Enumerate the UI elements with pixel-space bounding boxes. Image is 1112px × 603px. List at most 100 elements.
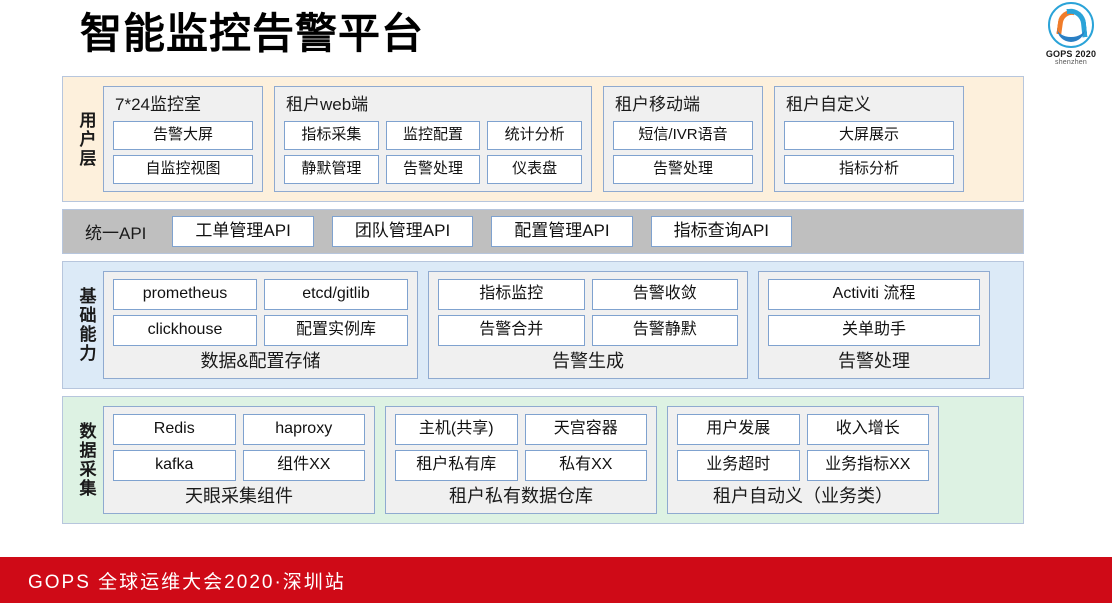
cell-config-instance-db[interactable]: 配置实例库 <box>264 315 408 346</box>
api-ticket-management[interactable]: 工单管理API <box>172 216 314 247</box>
group-monitor-room: 7*24监控室 告警大屏 自监控视图 <box>103 86 263 192</box>
layer-label-char: 据 <box>79 441 97 460</box>
layer-label-char: 采 <box>79 460 97 479</box>
group-title: 7*24监控室 <box>115 95 201 114</box>
cell-alarm-silence[interactable]: 告警静默 <box>591 315 738 346</box>
cell-business-timeout[interactable]: 业务超时 <box>677 450 800 481</box>
logo-subtitle: shenzhen <box>1055 59 1087 66</box>
footer-bar: GOPS 全球运维大会2020·深圳站 <box>0 557 1112 603</box>
cell-private-xx[interactable]: 私有XX <box>524 450 647 481</box>
cell-row: 告警大屏 <box>113 121 253 150</box>
layer-base-capability: 基 础 能 力 prometheus etcd/gitlib clickhous… <box>62 261 1024 389</box>
cell-row: 业务超时 业务指标XX <box>677 450 929 481</box>
cell-haproxy[interactable]: haproxy <box>242 414 365 445</box>
group-data-config-store: prometheus etcd/gitlib clickhouse 配置实例库 … <box>103 271 418 379</box>
cell-alarm-dashboard[interactable]: 告警大屏 <box>113 121 253 150</box>
logo-swoosh-base-icon <box>1057 28 1085 42</box>
cell-component-xx[interactable]: 组件XX <box>242 450 365 481</box>
group-title: 租户自动义（业务类） <box>713 486 893 506</box>
layer-label-char: 户 <box>79 129 97 149</box>
base-layer-groups: prometheus etcd/gitlib clickhouse 配置实例库 … <box>103 271 1013 379</box>
group-title: 告警生成 <box>552 351 624 371</box>
cell-sms-ivr-voice[interactable]: 短信/IVR语音 <box>613 121 753 150</box>
cell-etcd-gitlib[interactable]: etcd/gitlib <box>264 279 408 310</box>
layer-api: 统一API 工单管理API 团队管理API 配置管理API 指标查询API <box>62 209 1024 254</box>
cell-metric-collection[interactable]: 指标采集 <box>284 121 379 150</box>
group-alarm-handling: Activiti 流程 关单助手 告警处理 <box>758 271 990 379</box>
cell-row: 指标采集 监控配置 统计分析 <box>284 121 583 150</box>
layer-user: 用 户 层 7*24监控室 告警大屏 自监控视图 <box>62 76 1024 202</box>
layer-label-user: 用 户 层 <box>73 86 103 192</box>
cell-row: 告警处理 <box>613 155 753 184</box>
cell-dashboard[interactable]: 仪表盘 <box>487 155 583 184</box>
group-cells: 短信/IVR语音 告警处理 <box>613 121 753 184</box>
cell-row: prometheus etcd/gitlib <box>113 279 408 310</box>
layer-label-char: 层 <box>79 148 97 168</box>
layer-label-char: 基 <box>79 287 97 306</box>
cell-row: kafka 组件XX <box>113 450 365 481</box>
api-config-management[interactable]: 配置管理API <box>491 216 633 247</box>
layer-label-char: 力 <box>79 344 97 363</box>
cell-redis[interactable]: Redis <box>113 414 236 445</box>
group-title: 租户私有数据仓库 <box>449 486 593 506</box>
cell-tenant-private-db[interactable]: 租户私有库 <box>395 450 518 481</box>
group-cells: 用户发展 收入增长 业务超时 业务指标XX <box>677 414 929 481</box>
cell-metric-monitoring[interactable]: 指标监控 <box>438 279 585 310</box>
group-cells: 大屏展示 指标分析 <box>784 121 954 184</box>
user-layer-groups: 7*24监控室 告警大屏 自监控视图 租户web端 指标采集 <box>103 86 1013 192</box>
cell-user-growth[interactable]: 用户发展 <box>677 414 800 445</box>
group-cells: Activiti 流程 关单助手 <box>768 279 980 346</box>
cell-row: 告警合并 告警静默 <box>438 315 738 346</box>
cell-alarm-handling[interactable]: 告警处理 <box>385 155 481 184</box>
cell-big-screen-display[interactable]: 大屏展示 <box>784 121 954 150</box>
cell-row: 关单助手 <box>768 315 980 346</box>
cell-kafka[interactable]: kafka <box>113 450 236 481</box>
cell-activiti-workflow[interactable]: Activiti 流程 <box>768 279 980 310</box>
cell-revenue-growth[interactable]: 收入增长 <box>806 414 929 445</box>
cell-row: 主机(共享) 天宫容器 <box>395 414 647 445</box>
group-cells: Redis haproxy kafka 组件XX <box>113 414 365 481</box>
layer-data-collection: 数 据 采 集 Redis haproxy kafka 组件X <box>62 396 1024 524</box>
api-team-management[interactable]: 团队管理API <box>331 216 474 247</box>
cell-row: 静默管理 告警处理 仪表盘 <box>284 155 583 184</box>
cell-self-monitor-view[interactable]: 自监控视图 <box>113 155 253 184</box>
cell-ticket-close-assistant[interactable]: 关单助手 <box>768 315 980 346</box>
cell-silence-management[interactable]: 静默管理 <box>284 155 379 184</box>
cell-metric-analysis[interactable]: 指标分析 <box>784 155 954 184</box>
cell-clickhouse[interactable]: clickhouse <box>113 315 257 346</box>
group-title: 租户自定义 <box>786 95 871 114</box>
cell-statistics-analysis[interactable]: 统计分析 <box>487 121 583 150</box>
group-title: 天眼采集组件 <box>185 486 293 506</box>
group-tenant-private-warehouse: 主机(共享) 天宫容器 租户私有库 私有XX 租户私有数据仓库 <box>385 406 657 514</box>
cell-business-metric-xx[interactable]: 业务指标XX <box>806 450 929 481</box>
group-tenant-web: 租户web端 指标采集 监控配置 统计分析 静默管理 告警处理 仪表盘 <box>274 86 592 192</box>
cell-host-shared[interactable]: 主机(共享) <box>395 414 518 445</box>
group-title: 租户web端 <box>286 95 369 114</box>
cell-tiangong-container[interactable]: 天宫容器 <box>524 414 647 445</box>
layer-label-base: 基 础 能 力 <box>73 271 103 379</box>
group-tianyan-collector: Redis haproxy kafka 组件XX 天眼采集组件 <box>103 406 375 514</box>
logo-name: GOPS 2020 <box>1045 49 1097 59</box>
cell-row: 自监控视图 <box>113 155 253 184</box>
cell-row: clickhouse 配置实例库 <box>113 315 408 346</box>
cell-monitor-config[interactable]: 监控配置 <box>385 121 481 150</box>
cell-row: 大屏展示 <box>784 121 954 150</box>
group-title: 告警处理 <box>838 351 910 371</box>
cell-row: 用户发展 收入增长 <box>677 414 929 445</box>
layer-label-char: 用 <box>79 110 97 130</box>
gops-logo-mark-icon <box>1048 2 1094 48</box>
cell-row: Redis haproxy <box>113 414 365 445</box>
cell-prometheus[interactable]: prometheus <box>113 279 257 310</box>
cell-alarm-convergence[interactable]: 告警收敛 <box>591 279 738 310</box>
cell-alarm-merge[interactable]: 告警合并 <box>438 315 585 346</box>
group-cells: 指标监控 告警收敛 告警合并 告警静默 <box>438 279 738 346</box>
group-tenant-custom: 租户自定义 大屏展示 指标分析 <box>774 86 964 192</box>
cell-row: Activiti 流程 <box>768 279 980 310</box>
cell-mobile-alarm-handling[interactable]: 告警处理 <box>613 155 753 184</box>
layer-label-char: 础 <box>79 306 97 325</box>
api-metric-query[interactable]: 指标查询API <box>650 216 793 247</box>
gops-logo: GOPS 2020 shenzhen <box>1040 2 1102 66</box>
page-title: 智能监控告警平台 <box>80 10 425 57</box>
group-title: 租户移动端 <box>615 95 700 114</box>
